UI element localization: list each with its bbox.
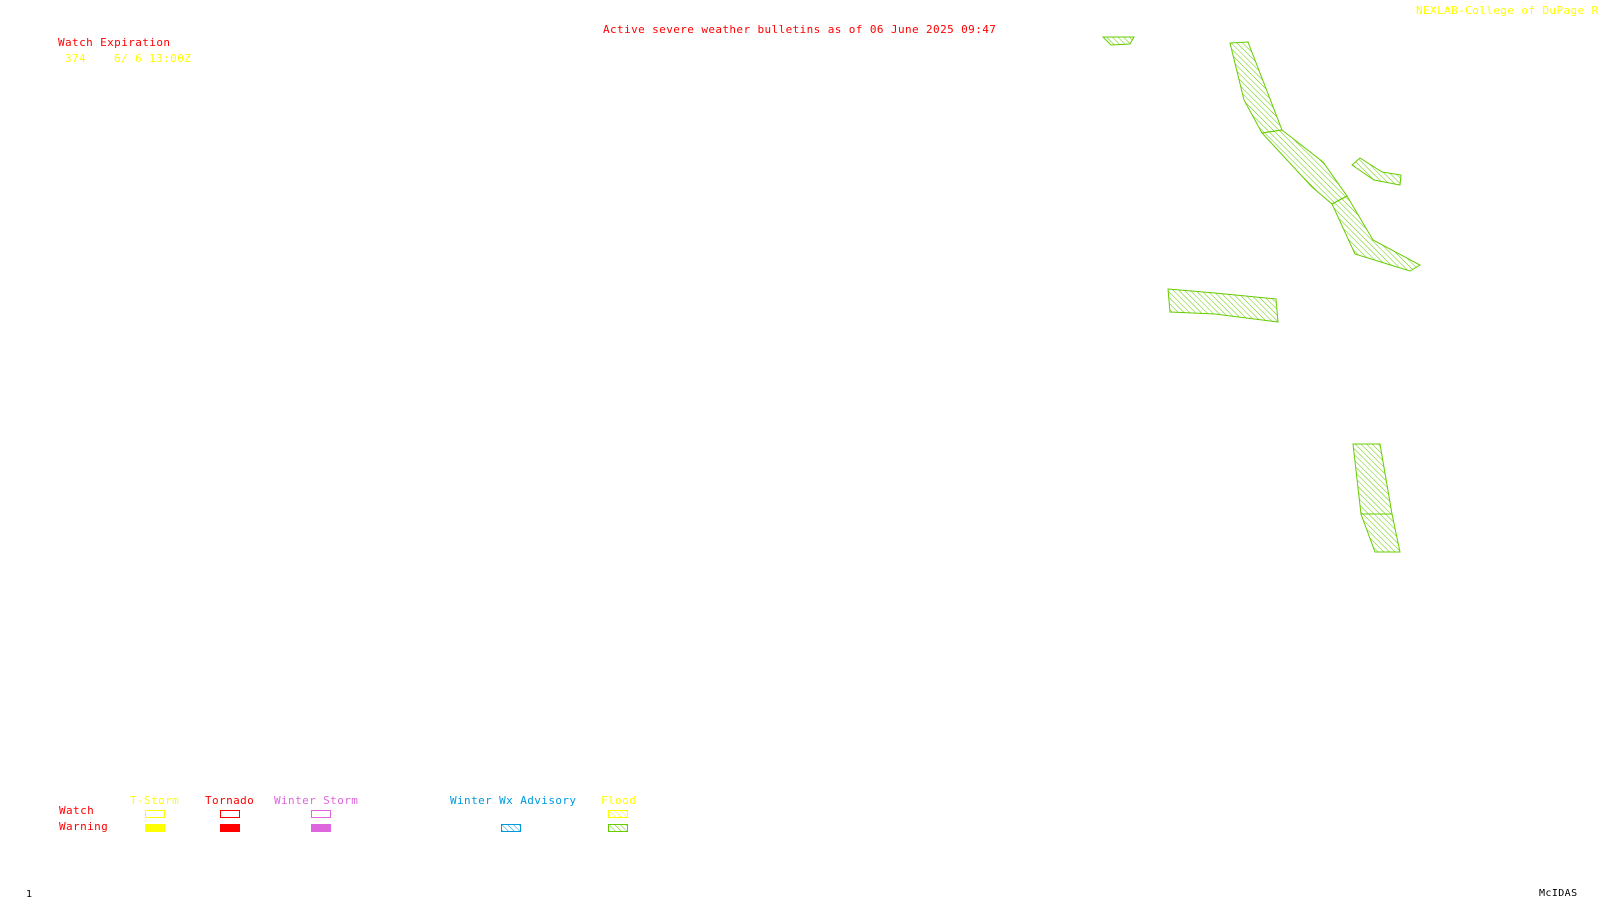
- bulletin-title: Active severe weather bulletins as of 06…: [603, 23, 997, 36]
- flood-warning-polygon[interactable]: [1331, 195, 1422, 272]
- legend-row-warning: Warning: [59, 820, 109, 833]
- legend-row-watch: Watch: [59, 804, 95, 817]
- legend-winter-storm-label: Winter Storm: [274, 794, 359, 807]
- legend-tornado-watch-swatch: [220, 810, 240, 818]
- flood-warning-polygon[interactable]: [1352, 443, 1393, 515]
- legend-tornado-warning-swatch: [220, 824, 240, 832]
- flood-warning-polygon[interactable]: [1351, 157, 1402, 186]
- legend-tstorm-watch-swatch: [145, 810, 165, 818]
- legend-flood-warning-swatch: [608, 824, 628, 832]
- watch-number: 374: [65, 52, 87, 65]
- legend-tstorm-warning-swatch: [145, 824, 165, 832]
- flood-warning-polygon[interactable]: [1167, 288, 1279, 323]
- watch-expires-time: 6/ 6 13:00Z: [114, 52, 192, 65]
- legend-flood-label: Flood: [601, 794, 637, 807]
- software-label: McIDAS: [1539, 888, 1578, 899]
- credit-label: NEXLAB-College of DuPage R: [1416, 4, 1599, 17]
- watch-expiration-heading: Watch Expiration: [58, 36, 171, 49]
- legend-tornado-label: Tornado: [205, 794, 255, 807]
- flood-warning-polygon[interactable]: [1101, 36, 1135, 46]
- legend-winter-advisory-warning-swatch: [501, 824, 521, 832]
- flood-warning-polygon[interactable]: [1360, 513, 1401, 553]
- flood-warning-polygon[interactable]: [1229, 41, 1283, 134]
- legend-winter-advisory-label: Winter Wx Advisory: [450, 794, 577, 807]
- frame-number: 1: [26, 889, 33, 900]
- legend-winter-storm-watch-swatch: [311, 810, 331, 818]
- flood-warning-polygon[interactable]: [1260, 129, 1348, 205]
- legend-flood-watch-swatch: [608, 810, 628, 818]
- legend-winter-storm-warning-swatch: [311, 824, 331, 832]
- legend-tstorm-label: T-Storm: [130, 794, 180, 807]
